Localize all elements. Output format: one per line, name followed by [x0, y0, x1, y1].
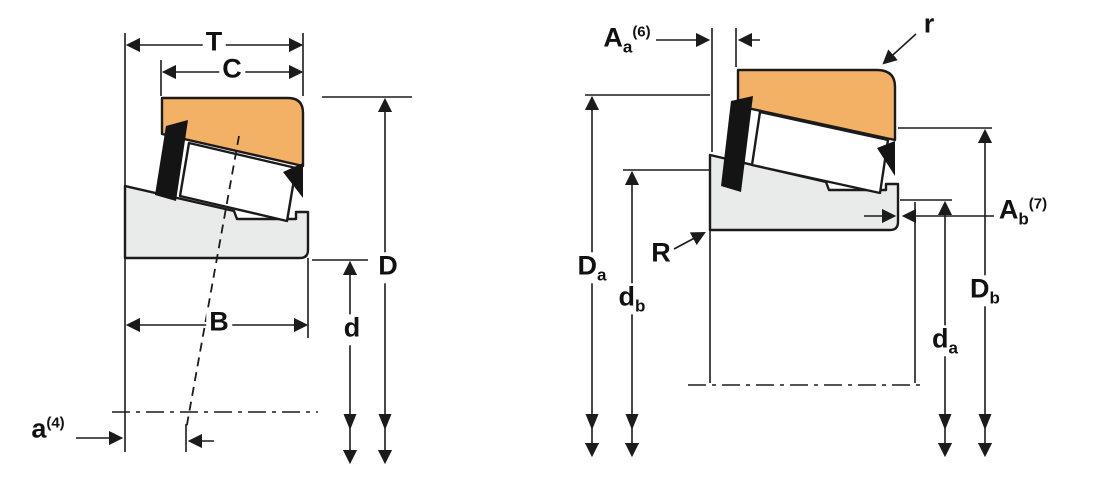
dim-R-leader-arrow — [673, 231, 706, 250]
label-Da: Da — [574, 252, 610, 284]
label-r: r — [923, 8, 935, 39]
tapered-roller — [750, 110, 890, 195]
dim-D-center-arrow — [378, 414, 392, 430]
label-da: da — [929, 325, 961, 357]
cup-cross-section — [736, 68, 897, 142]
label-d: d — [340, 314, 364, 346]
cage-small-end — [721, 96, 753, 192]
label-D: D — [375, 252, 401, 284]
cone-cross-section — [708, 153, 900, 232]
tapered-roller — [178, 141, 298, 223]
roller-axis-dashed-line — [185, 135, 240, 431]
cage-small-end — [155, 120, 188, 201]
label-R: R — [651, 237, 671, 268]
cage-large-end — [877, 141, 895, 176]
label-Aa: Aa(6) — [603, 22, 651, 57]
cone-cross-section — [123, 184, 310, 260]
dim-da-center-arrow — [938, 414, 952, 430]
label-Ab: Ab(7) — [998, 194, 1048, 229]
label-T: T — [202, 28, 226, 60]
cage-large-end — [283, 163, 303, 198]
dim-Da-center-arrow — [585, 414, 599, 430]
label-Db: Db — [967, 275, 1003, 307]
dim-d-center-arrow — [343, 414, 357, 430]
label-db: db — [615, 283, 649, 315]
label-B: B — [206, 308, 232, 340]
label-C: C — [219, 55, 245, 87]
dim-db-center-arrow — [625, 414, 639, 430]
cup-cross-section — [160, 96, 305, 168]
dim-r-leader-arrow — [882, 33, 917, 65]
right-bearing-figure — [584, 28, 994, 458]
label-a: a(4) — [31, 413, 65, 444]
dim-Db-center-arrow — [978, 414, 992, 430]
left-bearing-figure — [76, 33, 412, 465]
